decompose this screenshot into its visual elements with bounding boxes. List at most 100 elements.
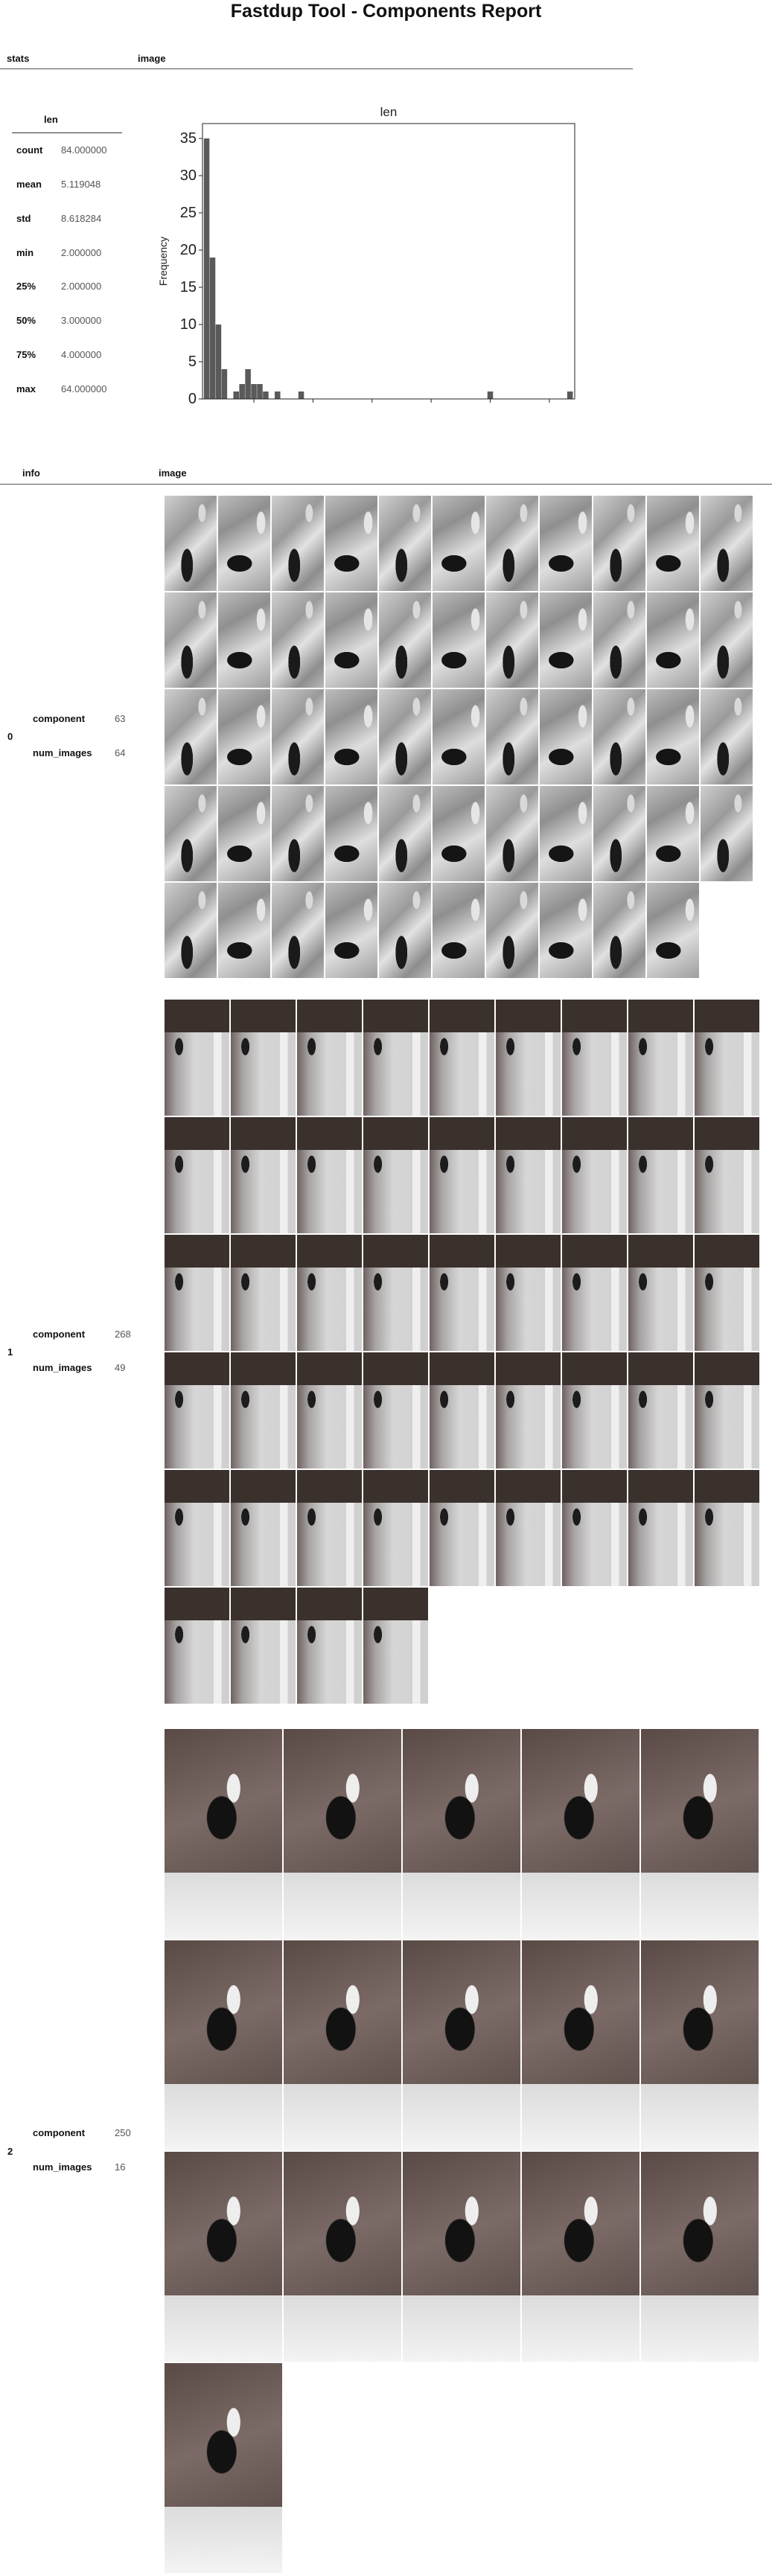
stats-key: std (16, 213, 31, 224)
duplicate-thumbnail (231, 1352, 297, 1470)
component-1-thumbnail-grid (165, 1000, 761, 1705)
duplicate-thumbnail (522, 1940, 641, 2152)
duplicate-thumbnail (272, 689, 325, 786)
stats-value: 4.000000 (61, 349, 102, 360)
duplicate-thumbnail (641, 1729, 760, 1940)
num-images-value: 64 (115, 747, 126, 758)
num-images-value: 16 (115, 2161, 126, 2173)
duplicate-thumbnail (593, 883, 647, 979)
duplicate-thumbnail (165, 2152, 284, 2363)
y-tick-label: 25 (180, 205, 197, 221)
duplicate-thumbnail (433, 592, 486, 689)
duplicate-thumbnail (297, 1235, 363, 1352)
y-tick-label: 5 (188, 354, 197, 370)
page-title: Fastdup Tool - Components Report (230, 1, 542, 22)
duplicate-thumbnail (231, 1000, 297, 1117)
histogram-bar (298, 391, 304, 399)
duplicate-thumbnail (379, 689, 433, 786)
component-value: 63 (115, 713, 126, 724)
duplicate-thumbnail (593, 592, 647, 689)
duplicate-thumbnail (647, 689, 701, 786)
component-label: component (33, 1329, 86, 1340)
histogram-bar (487, 391, 494, 399)
num-images-value: 49 (115, 1362, 126, 1373)
y-tick-label: 0 (188, 391, 197, 406)
duplicate-thumbnail (486, 689, 540, 786)
duplicate-thumbnail (379, 592, 433, 689)
stats-key: mean (16, 179, 42, 190)
duplicate-thumbnail (433, 689, 486, 786)
stats-header: stats (7, 53, 30, 64)
duplicate-thumbnail (522, 2152, 641, 2363)
duplicate-thumbnail (403, 1940, 522, 2152)
duplicate-thumbnail (379, 496, 433, 592)
duplicate-thumbnail (628, 1235, 695, 1352)
duplicate-thumbnail (641, 1940, 760, 2152)
stats-key: count (16, 144, 43, 156)
stats-row: std 8.618284 (16, 213, 101, 224)
duplicate-thumbnail (540, 786, 593, 883)
duplicate-thumbnail (231, 1235, 297, 1352)
duplicate-thumbnail (628, 1352, 695, 1470)
image-header: image (138, 53, 166, 64)
duplicate-thumbnail (165, 1352, 231, 1470)
duplicate-thumbnail (496, 1235, 562, 1352)
duplicate-thumbnail (165, 496, 218, 592)
duplicate-thumbnail (562, 1235, 628, 1352)
duplicate-thumbnail (272, 592, 325, 689)
duplicate-thumbnail (231, 1117, 297, 1235)
stats-value: 2.000000 (61, 247, 102, 258)
histogram-bar (263, 391, 269, 399)
duplicate-thumbnail (218, 496, 272, 592)
duplicate-thumbnail (593, 496, 647, 592)
duplicate-thumbnail (562, 1000, 628, 1117)
stats-value: 2.000000 (61, 281, 102, 292)
duplicate-thumbnail (165, 1470, 231, 1588)
duplicate-thumbnail (433, 883, 486, 979)
duplicate-thumbnail (540, 883, 593, 979)
duplicate-thumbnail (496, 1000, 562, 1117)
histogram-bar (215, 325, 222, 399)
y-tick-label: 20 (180, 242, 197, 258)
duplicate-thumbnail (430, 1117, 496, 1235)
duplicate-thumbnail (628, 1000, 695, 1117)
duplicate-thumbnail (433, 786, 486, 883)
duplicate-thumbnail (701, 496, 754, 592)
duplicate-thumbnail (695, 1117, 761, 1235)
duplicate-thumbnail (647, 786, 701, 883)
duplicate-thumbnail (231, 1588, 297, 1705)
duplicate-thumbnail (272, 786, 325, 883)
duplicate-thumbnail (272, 496, 325, 592)
histogram-bar (221, 369, 228, 399)
duplicate-thumbnail (297, 1352, 363, 1470)
stats-value: 8.618284 (61, 213, 102, 224)
duplicate-thumbnail (496, 1352, 562, 1470)
duplicate-thumbnail (325, 689, 379, 786)
histogram-bar (233, 391, 240, 399)
duplicate-thumbnail (496, 1470, 562, 1588)
duplicate-thumbnail (284, 2152, 403, 2363)
duplicate-thumbnail (325, 592, 379, 689)
histogram-bar (203, 138, 210, 399)
component-index-2: 2 (7, 2146, 13, 2157)
duplicate-thumbnail (363, 1117, 430, 1235)
duplicate-thumbnail (628, 1470, 695, 1588)
num-images-label: num_images (33, 1362, 92, 1373)
duplicate-thumbnail (695, 1235, 761, 1352)
duplicate-thumbnail (165, 1000, 231, 1117)
histogram-bar (209, 258, 216, 399)
stats-value: 5.119048 (61, 179, 101, 190)
duplicate-thumbnail (403, 2152, 522, 2363)
duplicate-thumbnail (647, 496, 701, 592)
duplicate-thumbnail (363, 1000, 430, 1117)
duplicate-thumbnail (593, 786, 647, 883)
duplicate-thumbnail (430, 1235, 496, 1352)
duplicate-thumbnail (403, 1729, 522, 1940)
duplicate-thumbnail (325, 786, 379, 883)
duplicate-thumbnail (430, 1352, 496, 1470)
